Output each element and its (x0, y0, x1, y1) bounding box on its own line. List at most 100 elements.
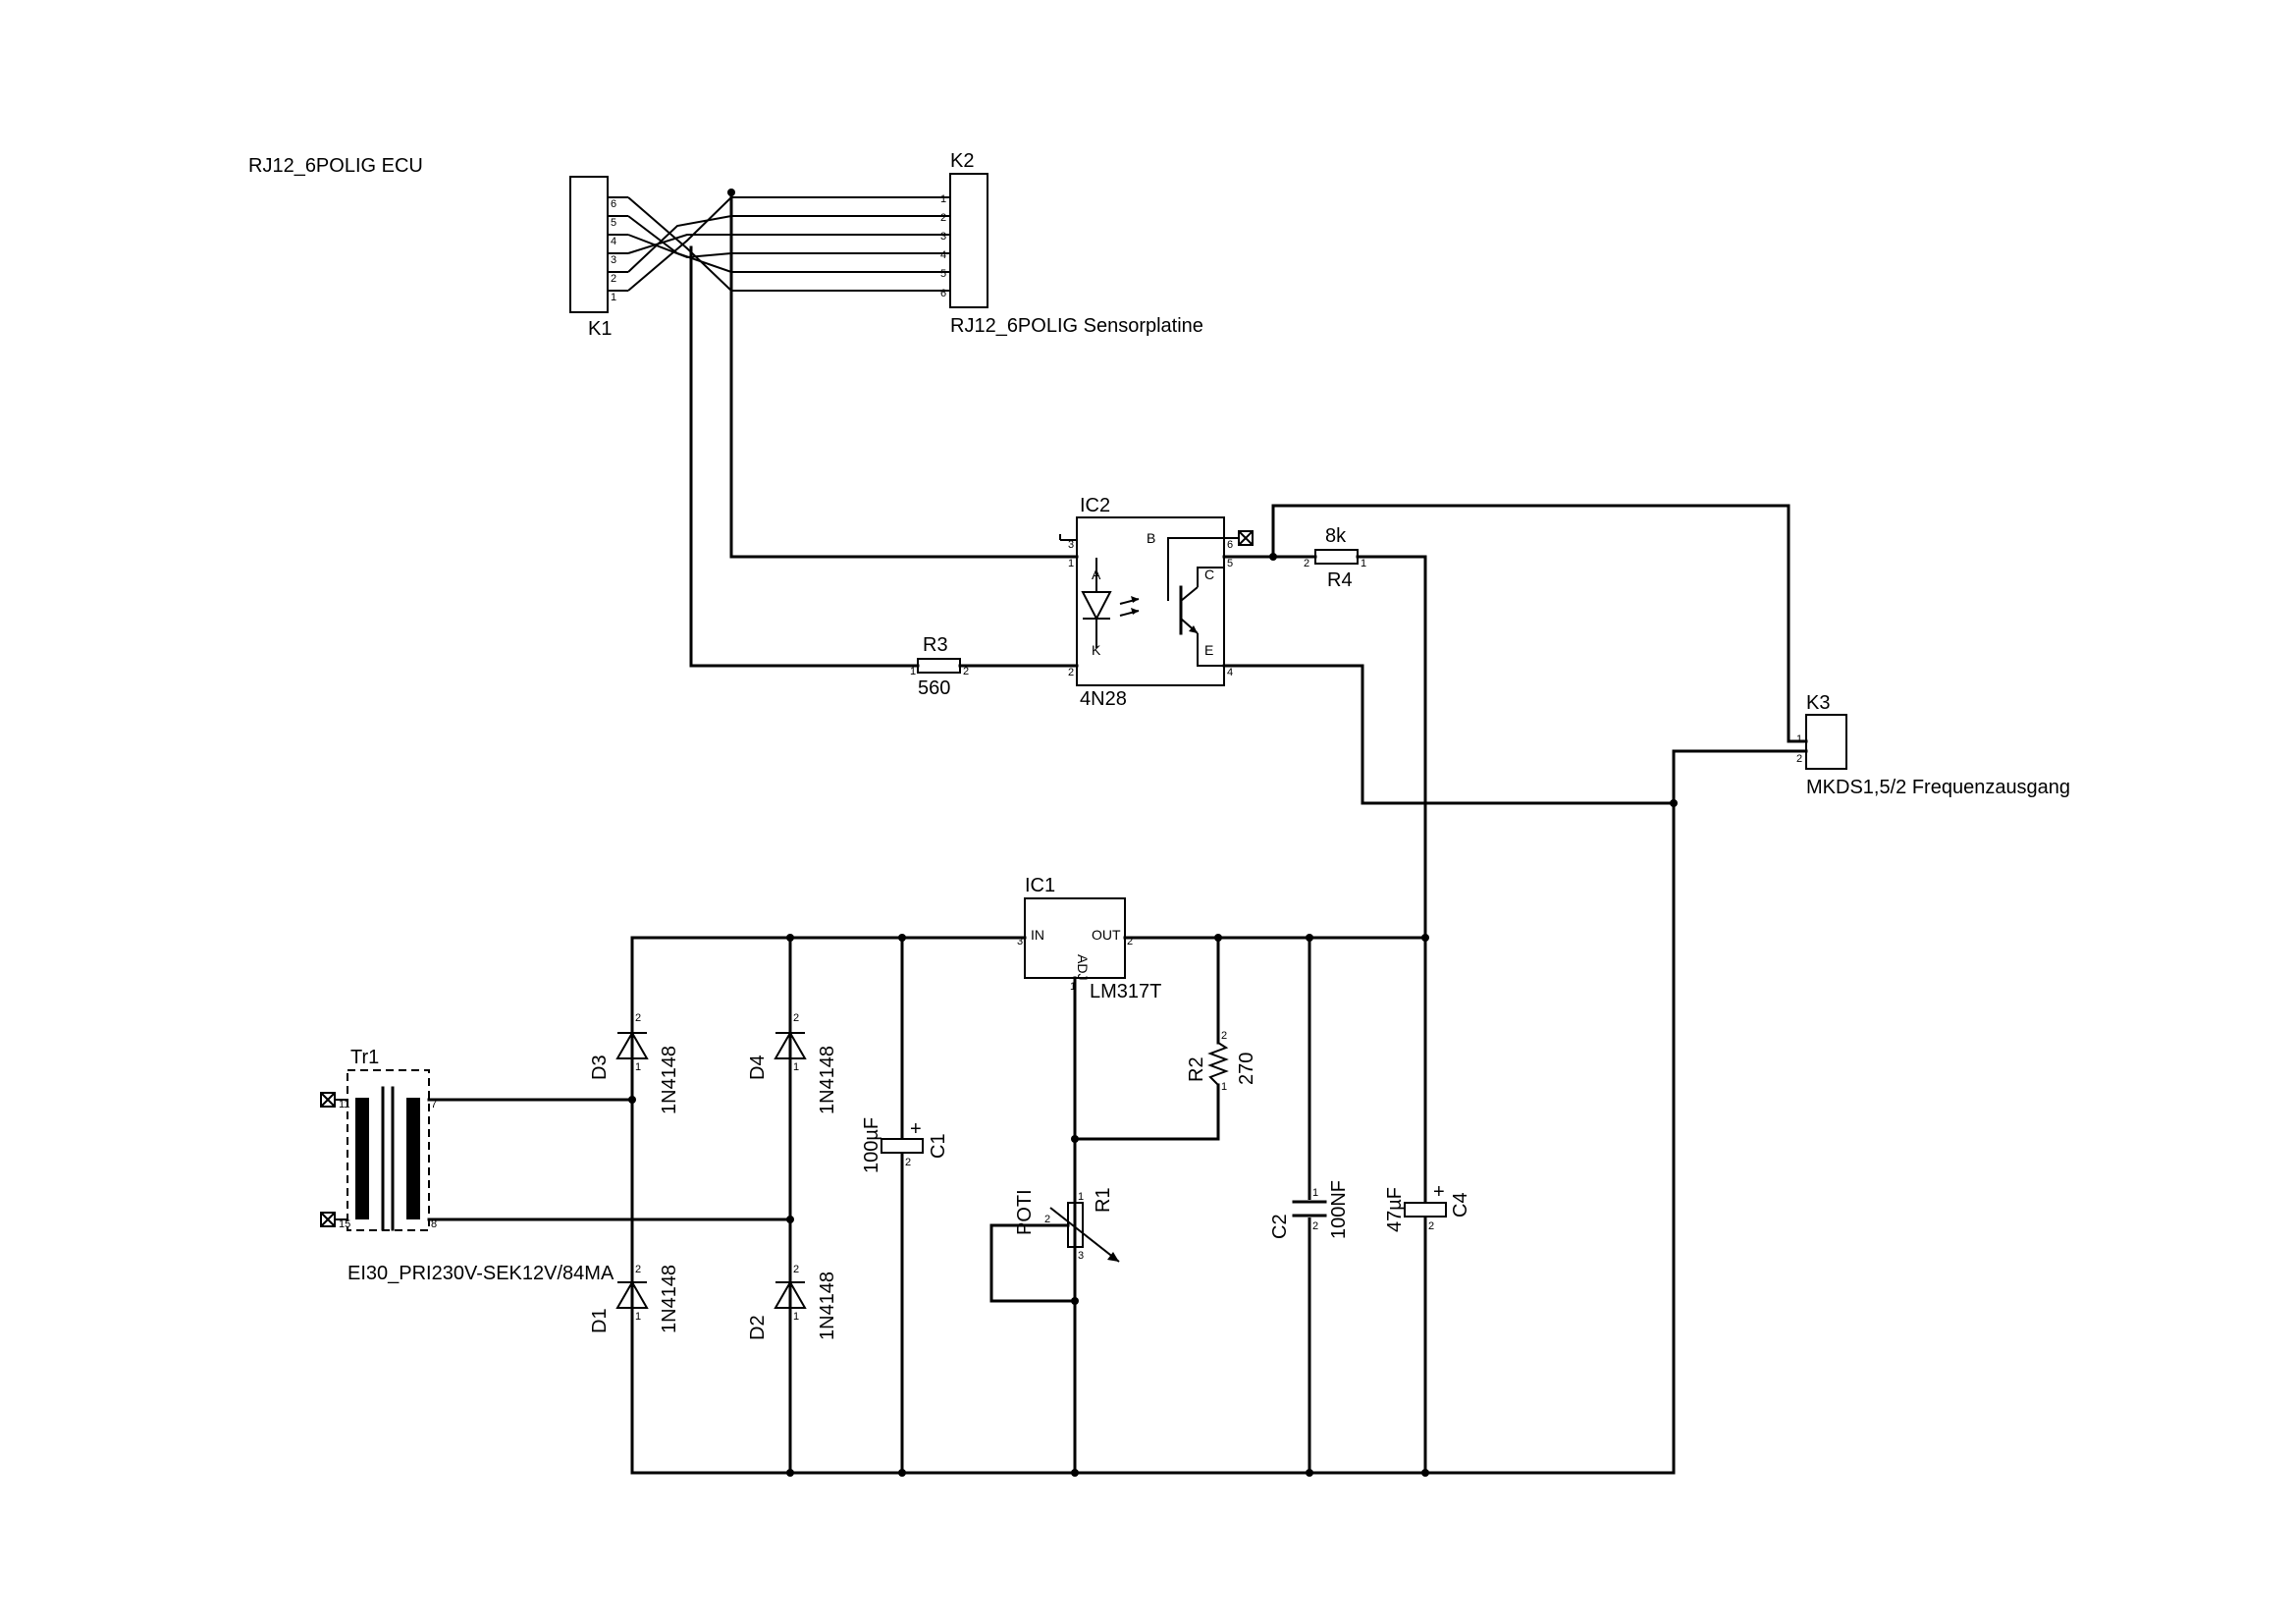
svg-text:1: 1 (1221, 1081, 1227, 1093)
svg-text:5: 5 (940, 268, 946, 280)
svg-text:C: C (1204, 567, 1214, 582)
resistor-r3: R3 560 1 2 (910, 634, 969, 699)
wire-k2-to-ic2-anode (729, 190, 1079, 559)
svg-text:2: 2 (940, 212, 946, 224)
svg-text:ADJ: ADJ (1075, 954, 1091, 980)
svg-text:270: 270 (1236, 1053, 1257, 1085)
svg-text:1: 1 (793, 1061, 799, 1073)
wire-r4-to-vout (1356, 555, 1427, 1475)
svg-text:3: 3 (1017, 936, 1023, 947)
svg-text:D1: D1 (589, 1308, 611, 1333)
svg-text:K: K (1092, 642, 1101, 658)
optocoupler-ic2: IC2 4N28 A K B C E 3 1 2 6 5 4 (1059, 495, 1233, 710)
svg-text:POTI: POTI (1014, 1189, 1036, 1235)
resistor-r2: 2 1 R2 270 (1186, 1030, 1257, 1093)
svg-text:D3: D3 (589, 1055, 611, 1080)
svg-text:3: 3 (940, 231, 946, 243)
svg-text:C4: C4 (1450, 1192, 1471, 1218)
ic2-part: 4N28 (1080, 688, 1127, 710)
svg-text:2: 2 (635, 1264, 641, 1275)
svg-text:2: 2 (635, 1012, 641, 1024)
svg-text:1: 1 (910, 666, 916, 677)
svg-text:560: 560 (918, 677, 950, 699)
svg-text:1N4148: 1N4148 (817, 1272, 838, 1340)
svg-text:K3: K3 (1806, 692, 1830, 714)
svg-text:6: 6 (611, 198, 616, 210)
svg-text:2: 2 (793, 1012, 799, 1024)
svg-text:6: 6 (940, 288, 946, 299)
svg-text:1: 1 (635, 1061, 641, 1073)
svg-text:4: 4 (1227, 667, 1233, 678)
svg-text:7: 7 (431, 1099, 437, 1110)
svg-text:R4: R4 (1327, 569, 1353, 591)
svg-text:C1: C1 (928, 1133, 949, 1159)
svg-text:E: E (1204, 642, 1213, 658)
svg-text:3: 3 (1068, 539, 1074, 551)
wire-adj-to-r2 (1073, 1083, 1220, 1141)
svg-text:2: 2 (1428, 1220, 1434, 1232)
svg-text:B: B (1147, 530, 1155, 546)
svg-text:1: 1 (1312, 1187, 1318, 1199)
connector-k1: 6 5 4 3 2 1 K1 (569, 176, 616, 340)
svg-text:IC1: IC1 (1025, 875, 1055, 896)
resistor-r4: 8k R4 2 1 (1304, 525, 1366, 591)
svg-text:5: 5 (611, 217, 616, 229)
wire-gnd-to-k3 (1672, 749, 1808, 1475)
wire-k1-to-r3 (689, 245, 920, 668)
svg-text:+: + (910, 1118, 922, 1140)
svg-text:2: 2 (1304, 558, 1309, 569)
ic2-ref: IC2 (1080, 495, 1110, 516)
svg-text:EI30_PRI230V-SEK12V/84MA: EI30_PRI230V-SEK12V/84MA (347, 1263, 614, 1284)
svg-text:15: 15 (339, 1218, 350, 1230)
svg-text:R1: R1 (1093, 1187, 1114, 1213)
svg-text:4: 4 (611, 236, 616, 247)
svg-text:1N4148: 1N4148 (817, 1046, 838, 1114)
svg-text:8k: 8k (1325, 525, 1347, 547)
wire-emitter-to-gnd (1222, 664, 1676, 805)
rj12-cable-wires (608, 189, 950, 292)
k2-ref: K2 (950, 150, 974, 172)
svg-text:D2: D2 (747, 1315, 769, 1340)
diode-d2: 2 1 D2 1N4148 (747, 1264, 838, 1340)
svg-text:R2: R2 (1186, 1056, 1207, 1082)
diode-d3: 2 1 D3 1N4148 (589, 1012, 680, 1114)
svg-text:1: 1 (1796, 733, 1802, 745)
svg-text:D4: D4 (747, 1055, 769, 1080)
svg-text:1: 1 (1068, 558, 1074, 569)
svg-text:C2: C2 (1269, 1214, 1291, 1239)
svg-text:3: 3 (611, 254, 616, 266)
svg-text:2: 2 (1312, 1220, 1318, 1232)
svg-text:R3: R3 (923, 634, 948, 656)
capacitor-c2: 1 2 C2 100NF (1269, 1180, 1350, 1239)
svg-text:1: 1 (940, 193, 946, 205)
svg-text:2: 2 (905, 1157, 911, 1168)
capacitor-c4: + 2 47µF C4 (1384, 1181, 1471, 1232)
svg-text:47µF: 47µF (1384, 1187, 1406, 1232)
k1-ref: K1 (588, 318, 612, 340)
transformer-tr1: Tr1 EI30_PRI230V-SEK12V/84MA 11 15 7 8 (320, 1047, 614, 1284)
svg-text:Tr1: Tr1 (350, 1047, 379, 1068)
svg-text:11: 11 (339, 1099, 349, 1110)
connector-k2: K2 1 2 3 4 5 6 RJ12_6POLIG Sensorplatine (940, 150, 1203, 337)
svg-text:LM317T: LM317T (1090, 981, 1161, 1002)
svg-text:1: 1 (793, 1311, 799, 1323)
svg-text:5: 5 (1227, 558, 1233, 569)
svg-text:MKDS1,5/2 Frequenzausgang: MKDS1,5/2 Frequenzausgang (1806, 777, 2070, 798)
svg-text:2: 2 (1796, 753, 1802, 765)
wire-collector-to-k3 (1222, 504, 1808, 743)
diode-d4: 2 1 D4 1N4148 (747, 1012, 838, 1114)
svg-text:IN: IN (1031, 927, 1044, 943)
svg-text:OUT: OUT (1092, 927, 1121, 943)
svg-text:1N4148: 1N4148 (659, 1046, 680, 1114)
terminal-k3: K3 MKDS1,5/2 Frequenzausgang 1 2 (1796, 692, 2070, 798)
svg-text:1: 1 (635, 1311, 641, 1323)
svg-text:2: 2 (1044, 1214, 1050, 1225)
svg-text:2: 2 (1221, 1030, 1227, 1042)
svg-text:1: 1 (611, 292, 616, 303)
svg-text:100NF: 100NF (1328, 1180, 1350, 1239)
k2-caption: RJ12_6POLIG Sensorplatine (950, 315, 1203, 337)
diode-d1: 2 1 D1 1N4148 (589, 1264, 680, 1333)
no-connect-marker (1224, 530, 1254, 546)
svg-text:2: 2 (1127, 936, 1133, 947)
